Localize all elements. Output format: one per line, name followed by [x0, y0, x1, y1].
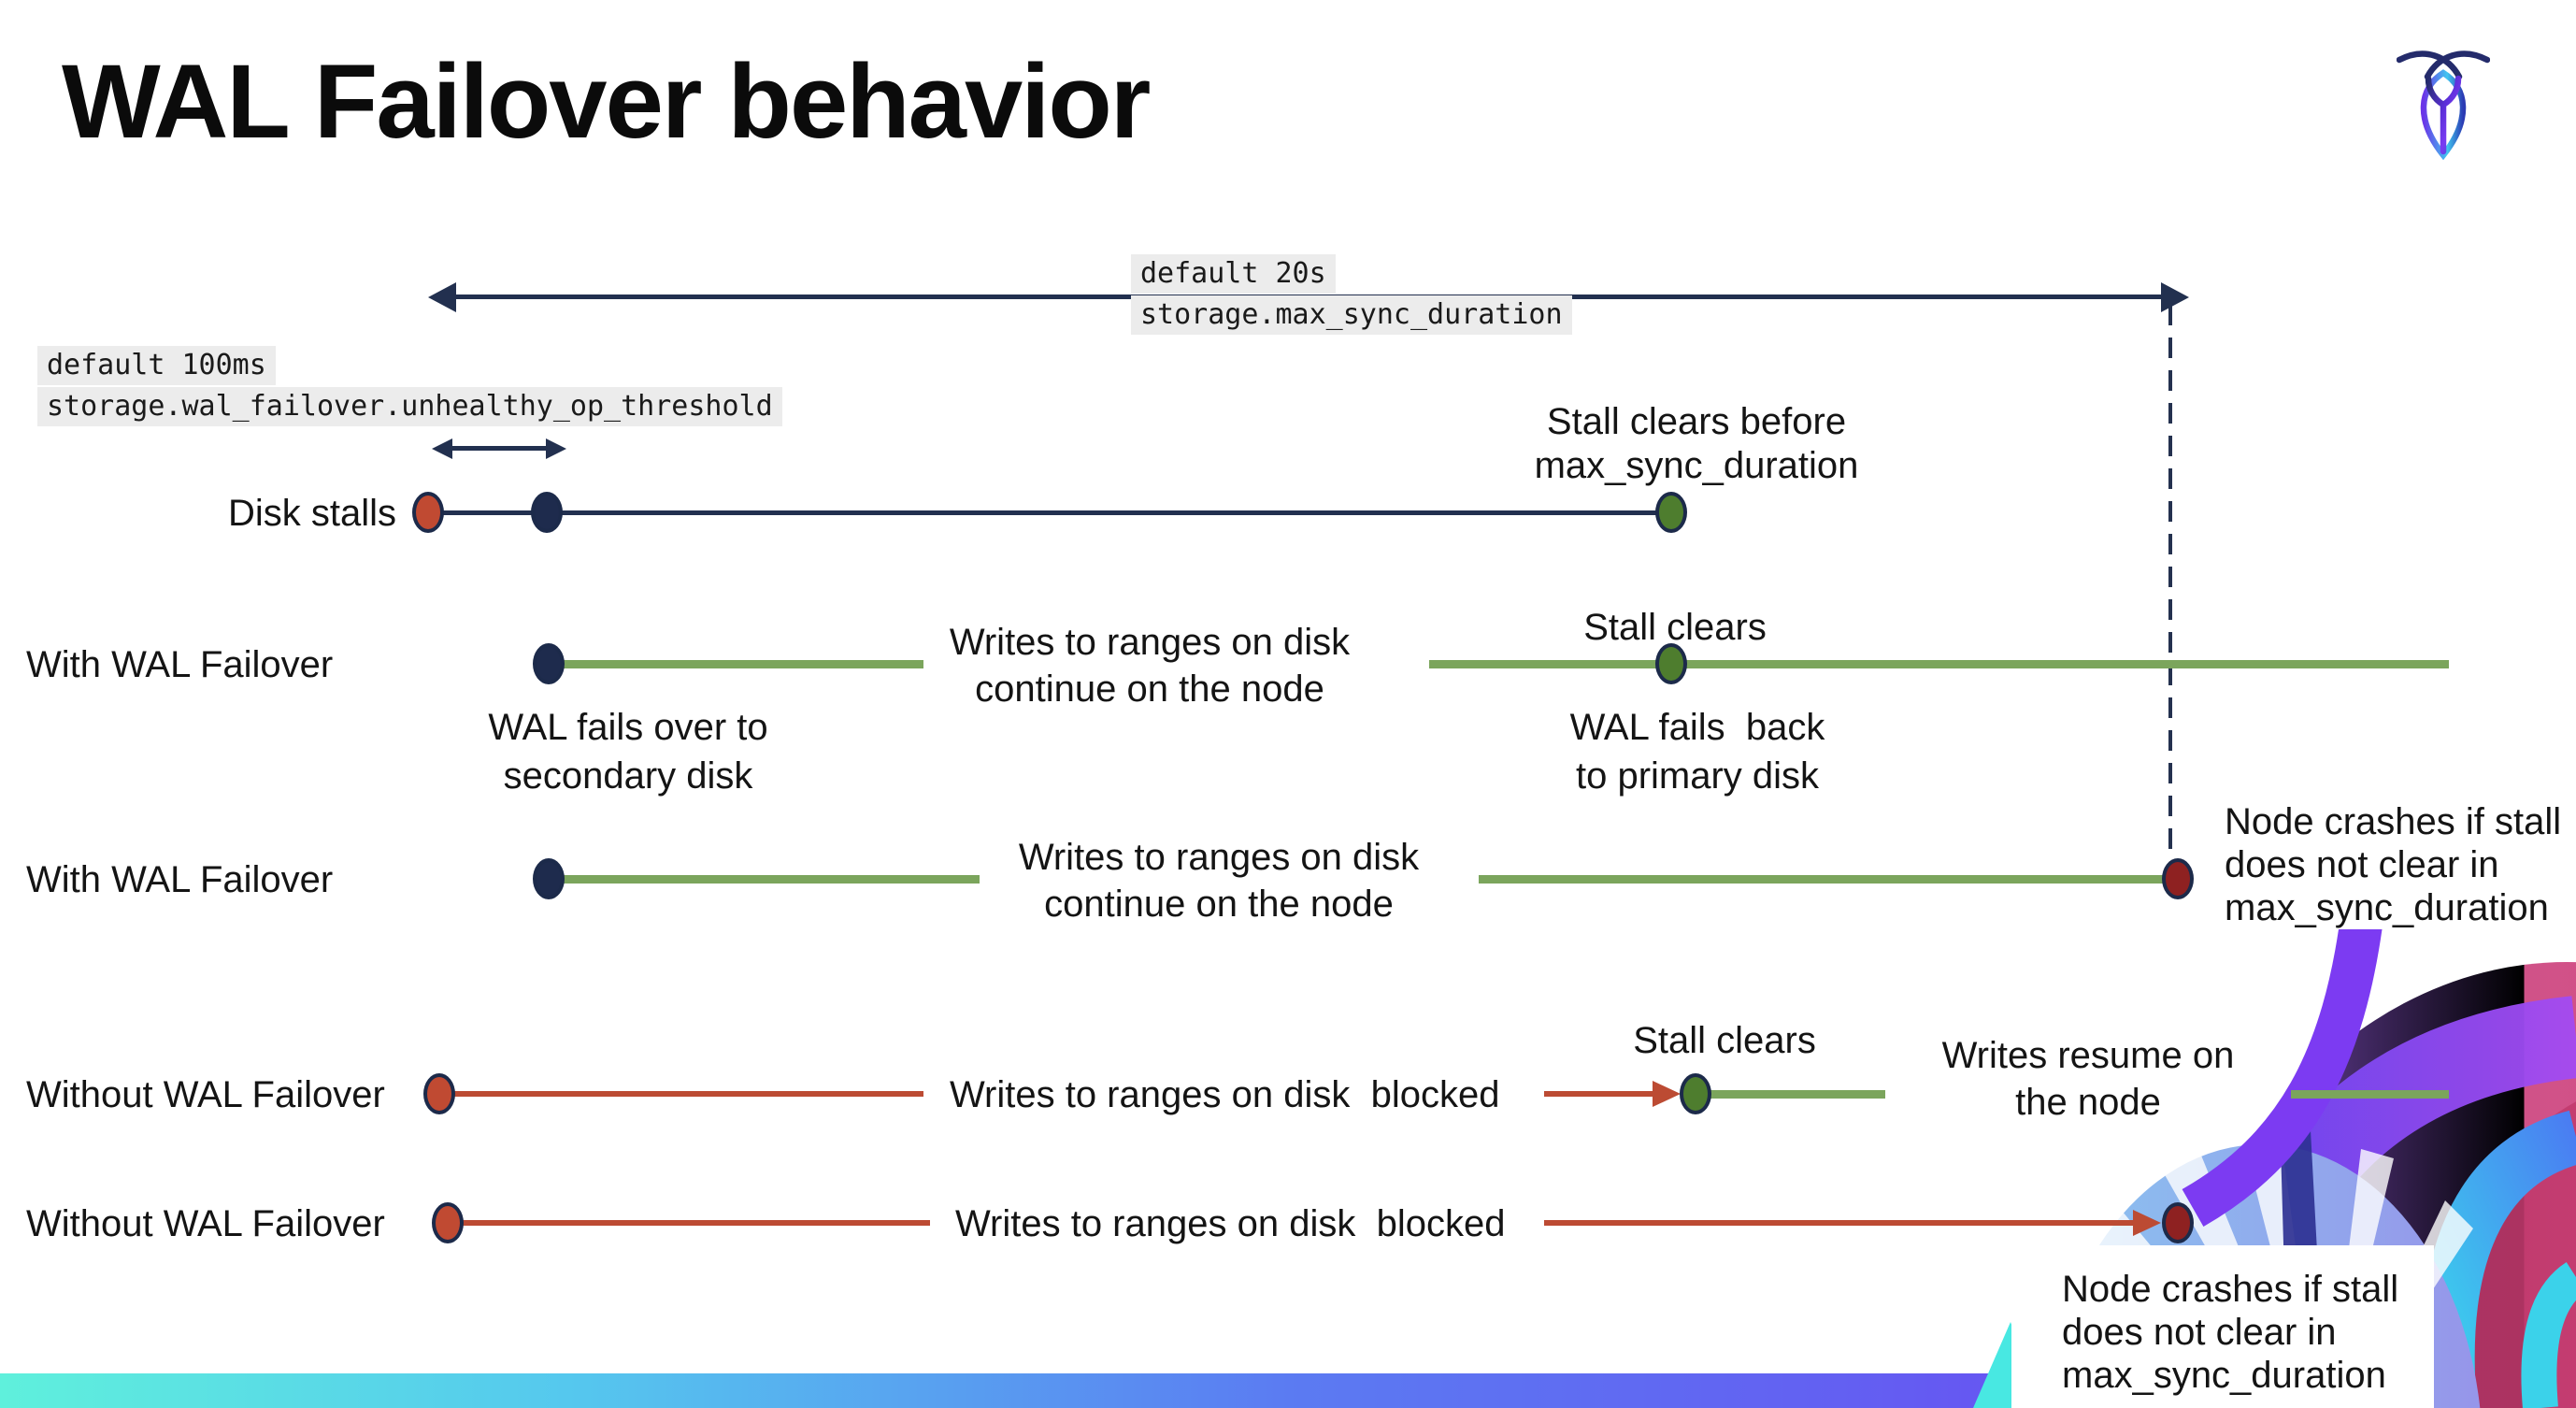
writes-resume-note: Writes resume on the node [1941, 1035, 2235, 1123]
disk-stall-timeline [432, 510, 1671, 515]
writes-continue-line-c [561, 875, 980, 884]
threshold-arrow-line [451, 446, 548, 451]
writes-blocked-line-a [452, 1091, 923, 1097]
row-label-without-wal-failover-2: Without WAL Failover [26, 1203, 385, 1244]
cockroachdb-logo-icon [2397, 50, 2490, 161]
stall-start-dot-2 [423, 1073, 455, 1114]
writes-continue-line-b [1429, 660, 2449, 668]
stall-clears-before-note: Stall clears before max_sync_duration [1534, 401, 1859, 486]
writes-continue-line-d [1479, 875, 2165, 884]
blocked-arrowhead-2 [2133, 1210, 2161, 1236]
writes-blocked-note-2: Writes to ranges on disk blocked [955, 1203, 1506, 1244]
failover-threshold-dot [531, 492, 563, 533]
stall-clears-label-2: Stall clears [1633, 1020, 1816, 1061]
art-teal-arch-small [2521, 1262, 2576, 1408]
stall-clear-dot [1655, 492, 1687, 533]
blocked-arrowhead-1 [1653, 1081, 1681, 1107]
writes-continue-note-1: Writes to ranges on disk continue on the… [949, 622, 1351, 710]
stall-clears-dot-1 [1655, 643, 1687, 684]
threshold-setting-name: storage.wal_failover.unhealthy_op_thresh… [37, 387, 782, 426]
row-label-without-wal-failover-1: Without WAL Failover [26, 1074, 385, 1115]
max-sync-default-label: default 20s [1131, 254, 1336, 294]
node-crash-note-2: Node crashes if stall does not clear in … [2062, 1269, 2399, 1396]
stall-start-dot-3 [432, 1202, 464, 1243]
page-title: WAL Failover behavior [62, 43, 1151, 160]
failover-event-dot [533, 643, 565, 684]
row-label-with-wal-failover-2: With WAL Failover [26, 859, 334, 900]
threshold-arrowhead-left [432, 438, 452, 459]
writes-resume-line-a [1710, 1090, 1885, 1099]
writes-blocked-line-b [1544, 1091, 1662, 1097]
crash-callout-box: Node crashes if stall does not clear in … [2011, 1245, 2434, 1408]
threshold-default-label: default 100ms [37, 346, 276, 385]
max-sync-setting-name: storage.max_sync_duration [1131, 295, 1572, 335]
writes-continue-line-a [561, 660, 923, 668]
wal-fails-over-note: WAL fails over to secondary disk [488, 707, 768, 797]
threshold-arrowhead-right [546, 438, 566, 459]
wal-fails-back-note: WAL fails back to primary disk [1569, 707, 1825, 797]
writes-blocked-line-c [461, 1220, 930, 1226]
writes-blocked-line-d [1544, 1220, 2133, 1226]
stall-clears-dot-2 [1680, 1073, 1711, 1114]
node-crash-dot-1 [2162, 858, 2194, 899]
max-sync-deadline-dashed-line [2168, 305, 2172, 858]
stall-clears-label-1: Stall clears [1583, 607, 1767, 648]
max-sync-arrowhead-right [2161, 282, 2189, 312]
node-crash-note-1: Node crashes if stall does not clear in … [2225, 801, 2562, 928]
row-label-with-wal-failover-1: With WAL Failover [26, 644, 334, 685]
stall-start-dot [412, 492, 444, 533]
row-label-disk-stalls: Disk stalls [227, 493, 396, 534]
failover-event-dot-2 [533, 858, 565, 899]
writes-continue-note-2: Writes to ranges on disk continue on the… [1018, 837, 1420, 925]
writes-resume-line-b [2291, 1090, 2449, 1099]
writes-blocked-note-1: Writes to ranges on disk blocked [950, 1074, 1500, 1115]
node-crash-dot-2 [2162, 1202, 2194, 1243]
